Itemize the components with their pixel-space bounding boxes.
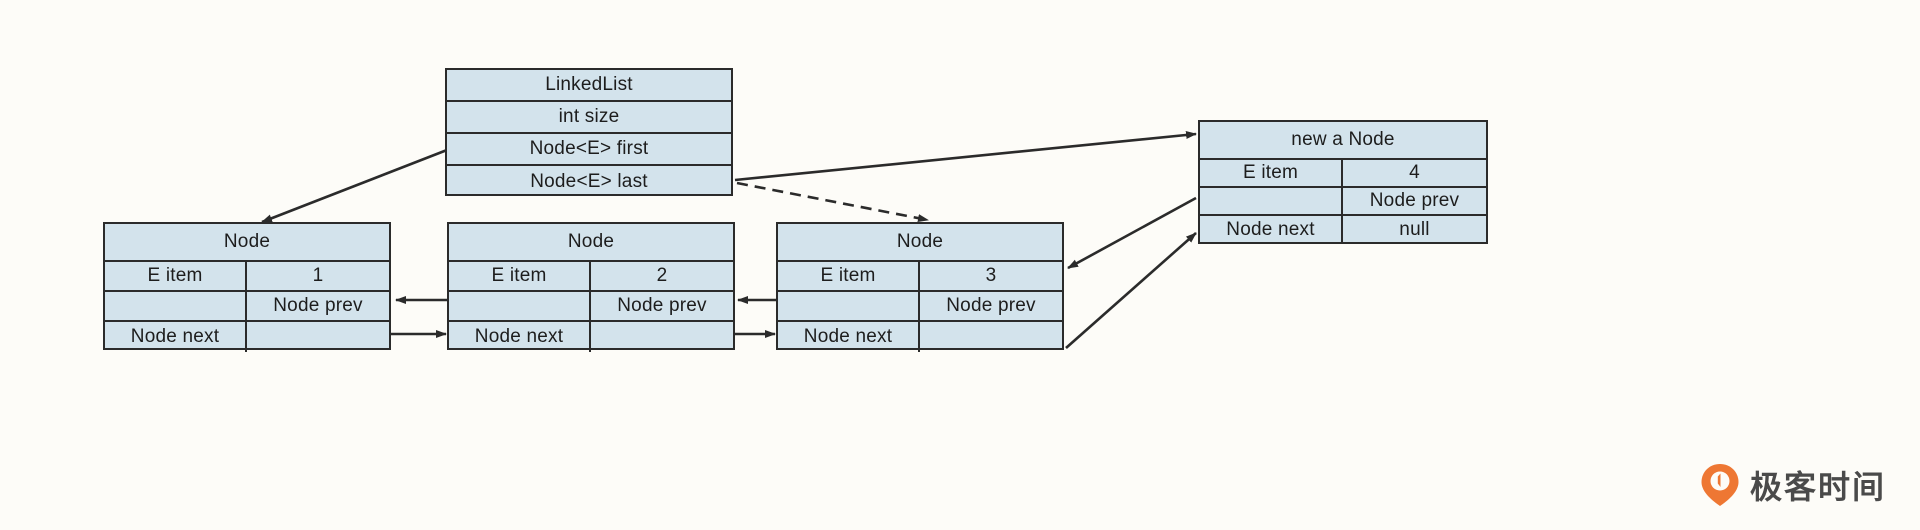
- new-node-prev-label: [1200, 188, 1343, 214]
- node1-item-value: 1: [312, 265, 324, 286]
- node3-item-label: E item: [778, 262, 920, 290]
- arrow-newnode-prev-to-node3: [1067, 196, 1197, 270]
- node2-item-row: E item 2: [449, 262, 733, 292]
- new-node-prev-row: Node prev: [1200, 188, 1486, 216]
- node1-title: Node: [223, 231, 271, 252]
- node3-prev-label: [778, 292, 920, 320]
- new-node-next-label: Node next: [1200, 216, 1343, 244]
- node1-next-value: [247, 322, 389, 352]
- geektime-pin-icon: [1700, 463, 1740, 507]
- node2-title-row: Node: [449, 224, 733, 262]
- arrow-node3-next-to-newnode: [1065, 232, 1197, 349]
- node2-title: Node: [567, 231, 615, 252]
- node2-item-label: E item: [449, 262, 591, 290]
- arrow-last-to-new-node: [734, 131, 1197, 182]
- new-node-title-row: new a Node: [1200, 122, 1486, 160]
- linkedlist-title-row: LinkedList: [447, 70, 731, 102]
- linkedlist-field-size: int size: [558, 106, 620, 127]
- linkedlist-field-row-first: Node<E> first: [447, 134, 731, 166]
- node1-item-label: E item: [105, 262, 247, 290]
- new-node-item-value: 4: [1409, 162, 1420, 183]
- node3-next-row: Node next: [778, 322, 1062, 352]
- node1-next-label: Node next: [105, 322, 247, 352]
- linkedlist-title: LinkedList: [545, 74, 633, 95]
- node3-title-row: Node: [778, 224, 1062, 262]
- linkedlist-field-row-last: Node<E> last: [447, 166, 731, 198]
- arrow-last-to-node3-dashed: [736, 181, 929, 223]
- node2-prev-label: [449, 292, 591, 320]
- node1-item-row: E item 1: [105, 262, 389, 292]
- node-box-2[interactable]: Node E item 2 Node prev Node next: [447, 222, 735, 352]
- new-node-item-row: E item 4: [1200, 160, 1486, 188]
- node3-item-row: E item 3: [778, 262, 1062, 292]
- node3-item-value: 3: [985, 265, 997, 286]
- node-box-1[interactable]: Node E item 1 Node prev Node next: [103, 222, 391, 352]
- new-node-next-value: null: [1399, 219, 1430, 240]
- arrow-first-to-node1: [261, 148, 448, 224]
- node3-next-label: Node next: [778, 322, 920, 352]
- new-node-next-row: Node next null: [1200, 216, 1486, 244]
- node2-prev-value: Node prev: [617, 295, 707, 316]
- node3-title: Node: [896, 231, 944, 252]
- node2-next-label: Node next: [449, 322, 591, 352]
- linkedlist-field-last: Node<E> last: [530, 171, 648, 192]
- node2-item-value: 2: [656, 265, 668, 286]
- node3-prev-value: Node prev: [946, 295, 1036, 316]
- new-node-title: new a Node: [1291, 129, 1395, 150]
- node2-next-value: [591, 322, 733, 352]
- node-box-3[interactable]: Node E item 3 Node prev Node next: [776, 222, 1064, 352]
- watermark-text: 极客时间: [1749, 468, 1886, 506]
- linkedlist-field-first: Node<E> first: [529, 138, 649, 159]
- new-node-box[interactable]: new a Node E item 4 Node prev Node next …: [1198, 120, 1488, 244]
- node1-next-row: Node next: [105, 322, 389, 352]
- node1-prev-label: [105, 292, 247, 320]
- new-node-prev-value: Node prev: [1369, 190, 1460, 211]
- new-node-item-label: E item: [1200, 160, 1343, 186]
- node1-title-row: Node: [105, 224, 389, 262]
- watermark-logo: 极客时间: [1700, 462, 1886, 508]
- node2-next-row: Node next: [449, 322, 733, 352]
- node1-prev-row: Node prev: [105, 292, 389, 322]
- node1-prev-value: Node prev: [273, 295, 363, 316]
- linkedlist-field-row-size: int size: [447, 102, 731, 134]
- node3-next-value: [920, 322, 1062, 352]
- node2-prev-row: Node prev: [449, 292, 733, 322]
- linkedlist-class-box[interactable]: LinkedList int size Node<E> first Node<E…: [445, 68, 733, 196]
- node3-prev-row: Node prev: [778, 292, 1062, 322]
